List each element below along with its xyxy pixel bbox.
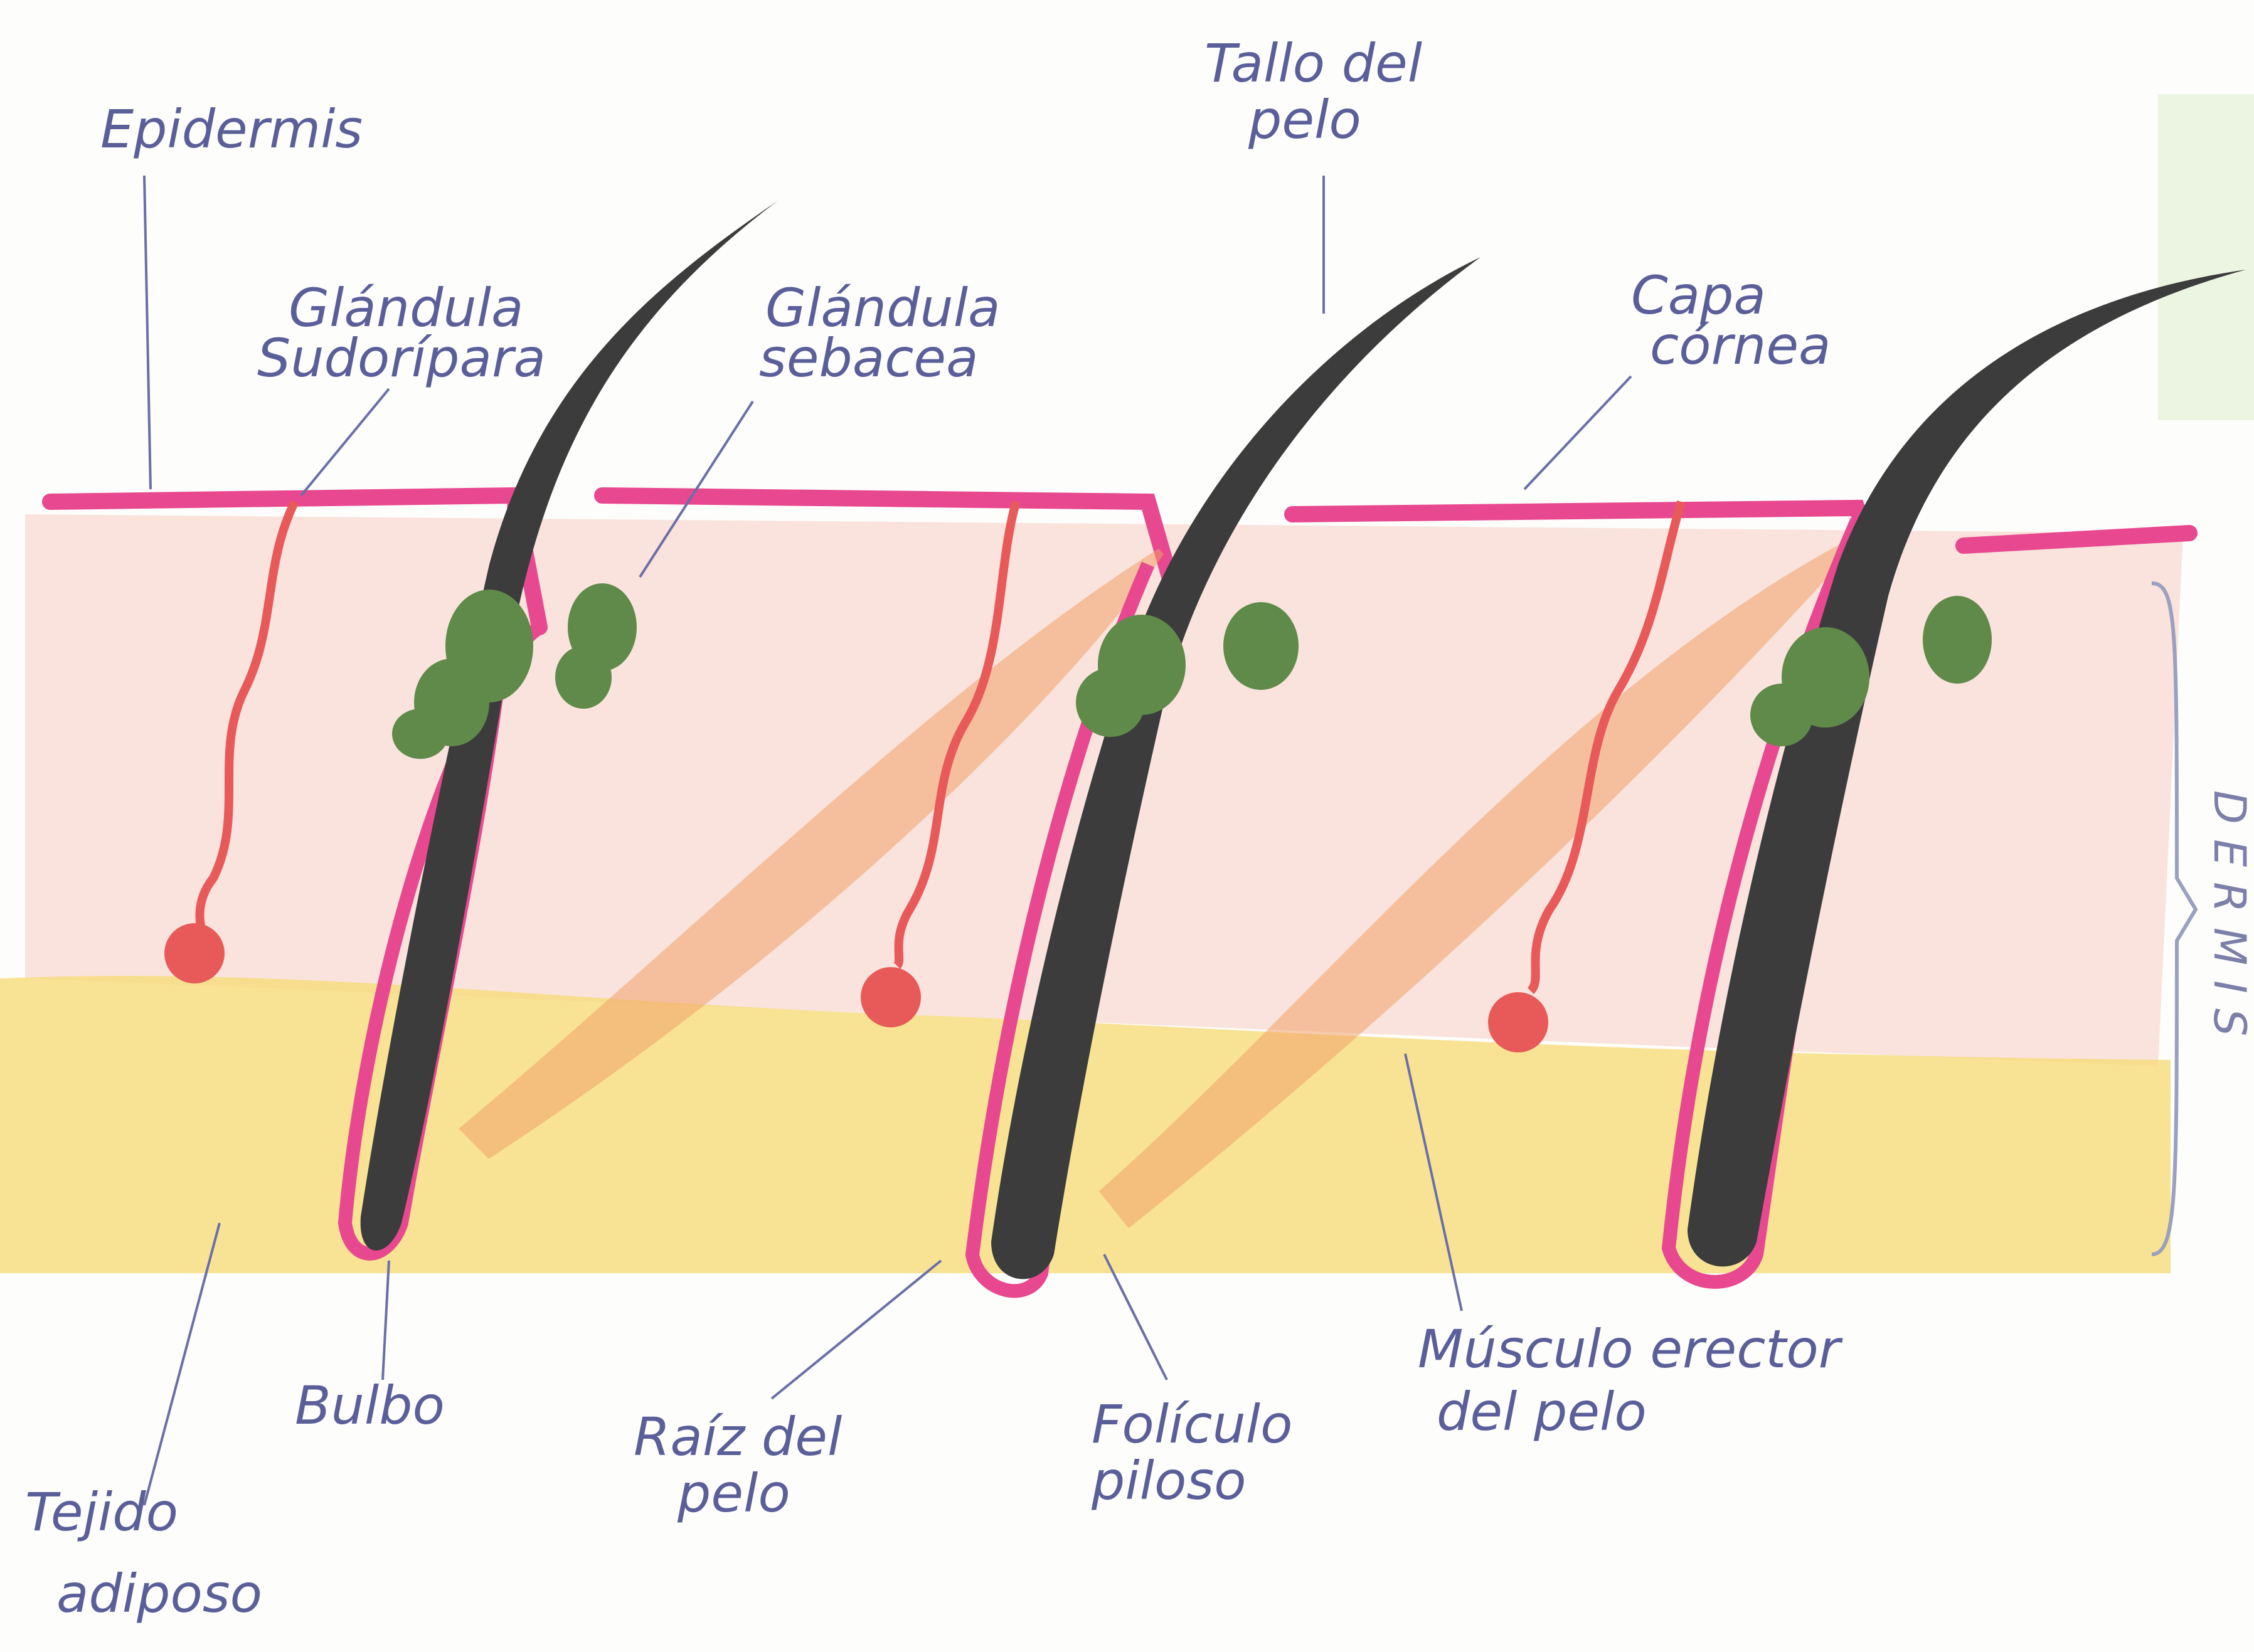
label-sweat-gland-line2: Sudorípara <box>257 327 546 389</box>
label-muscle-line1: Músculo erector <box>1418 1318 1843 1380</box>
label-corneum-line2: córnea <box>1650 315 1831 376</box>
label-follicle-line1: Folículo <box>1092 1394 1293 1455</box>
label-root-line1: Raíz del <box>634 1406 842 1468</box>
label-shaft-line1: Tallo del <box>1204 33 1422 94</box>
label-dermis-vertical: DERMIS <box>2204 790 2254 1051</box>
label-epidermis: Epidermis <box>100 98 363 160</box>
label-adipose-line2: adiposo <box>56 1563 262 1624</box>
label-root-line2: pelo <box>677 1463 790 1524</box>
label-adipose-line1: Tejido <box>25 1481 178 1543</box>
label-sebaceous-line2: sebacea <box>759 327 979 389</box>
label-shaft-line2: pelo <box>1248 89 1361 151</box>
label-bulb: Bulbo <box>295 1375 445 1436</box>
green-smudge-right <box>2158 94 2254 420</box>
label-follicle-line2: piloso <box>1091 1450 1247 1512</box>
label-muscle-line2: del pelo <box>1437 1381 1647 1443</box>
